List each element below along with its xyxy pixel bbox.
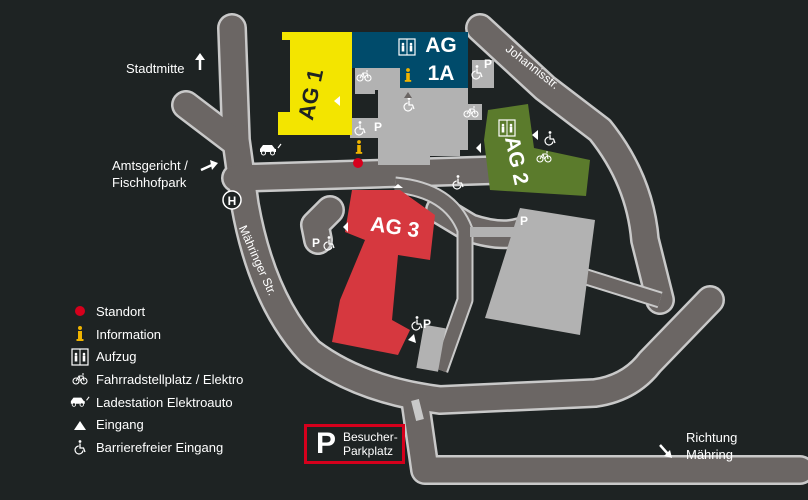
building-ag1a[interactable] (352, 32, 468, 88)
visitor-parking-line1: Besucher- (343, 430, 398, 444)
parking-marker-lot: P (520, 214, 528, 228)
information-icon (70, 325, 90, 343)
destination-amtsgericht-line2: Fischhofpark (112, 175, 187, 190)
direction-arrows (195, 53, 672, 458)
legend-item: Barrierefreier Eingang (70, 436, 243, 459)
parking-marker-ag1a: P (484, 57, 492, 71)
bus-stop-label: H (228, 194, 237, 208)
electric-car-icon (259, 143, 282, 156)
destination-richtung: Richtung Mähring (686, 429, 737, 463)
building-ag3[interactable] (332, 190, 435, 355)
legend-label: Fahrradstellplatz / Elektro (96, 371, 244, 387)
electric-car-icon (70, 395, 90, 409)
legend-label: Eingang (96, 417, 144, 433)
legend-label: Aufzug (96, 349, 137, 365)
legend-item: Eingang (70, 413, 243, 436)
entrance-triangle-icon (70, 419, 90, 431)
legend-item: Ladestation Elektroauto (70, 391, 243, 414)
visitor-parking-line2: Parkplatz (343, 444, 394, 458)
visitor-parking-text: Besucher- Parkplatz (343, 430, 398, 458)
destination-stadtmitte-label: Stadtmitte (126, 61, 185, 76)
wheelchair-icon (411, 315, 423, 331)
elevator-icon (70, 348, 90, 366)
parking-marker-ag3-east: P (423, 317, 431, 331)
wheelchair-icon (544, 130, 556, 146)
legend-item: Information (70, 323, 243, 346)
building-ag1[interactable] (278, 32, 352, 135)
destination-stadtmitte: Stadtmitte (126, 60, 185, 77)
legend-item: Fahrradstellplatz / Elektro (70, 368, 243, 391)
parking-marker-ag1: P (374, 120, 382, 134)
bus-stop-icon (222, 190, 242, 210)
visitor-parking-letter: P (315, 427, 336, 460)
destination-amtsgericht: Amtsgericht / Fischhofpark (112, 157, 188, 191)
legend-label: Standort (96, 303, 146, 319)
building-ag1a-label-line2: 1A (428, 62, 455, 85)
standort-dot-icon (353, 158, 363, 168)
wheelchair-icon (70, 439, 90, 456)
map-legend: Standort Information Aufzug Fahrradstell… (70, 300, 243, 459)
legend-label: Ladestation Elektroauto (96, 394, 233, 410)
bicycle-icon (70, 372, 90, 386)
standort-dot-icon (70, 304, 90, 318)
destination-amtsgericht-line1: Amtsgericht / (112, 158, 188, 173)
parking-marker-ag3-west: P (312, 236, 320, 250)
destination-richtung-line2: Mähring (686, 447, 733, 462)
building-ag1a-label-line1: AG (425, 34, 457, 57)
entrance-markers (334, 92, 538, 343)
legend-item: Standort (70, 300, 243, 323)
legend-label: Information (96, 326, 162, 342)
legend-label: Barrierefreier Eingang (96, 439, 224, 455)
destination-richtung-line1: Richtung (686, 430, 738, 445)
inner-roads (394, 176, 663, 421)
information-icon (355, 140, 363, 154)
road-network (171, 13, 808, 485)
grey-buildings (350, 60, 595, 372)
legend-item: Aufzug (70, 345, 243, 368)
visitor-parking-box[interactable]: P Besucher- Parkplatz (304, 424, 405, 464)
